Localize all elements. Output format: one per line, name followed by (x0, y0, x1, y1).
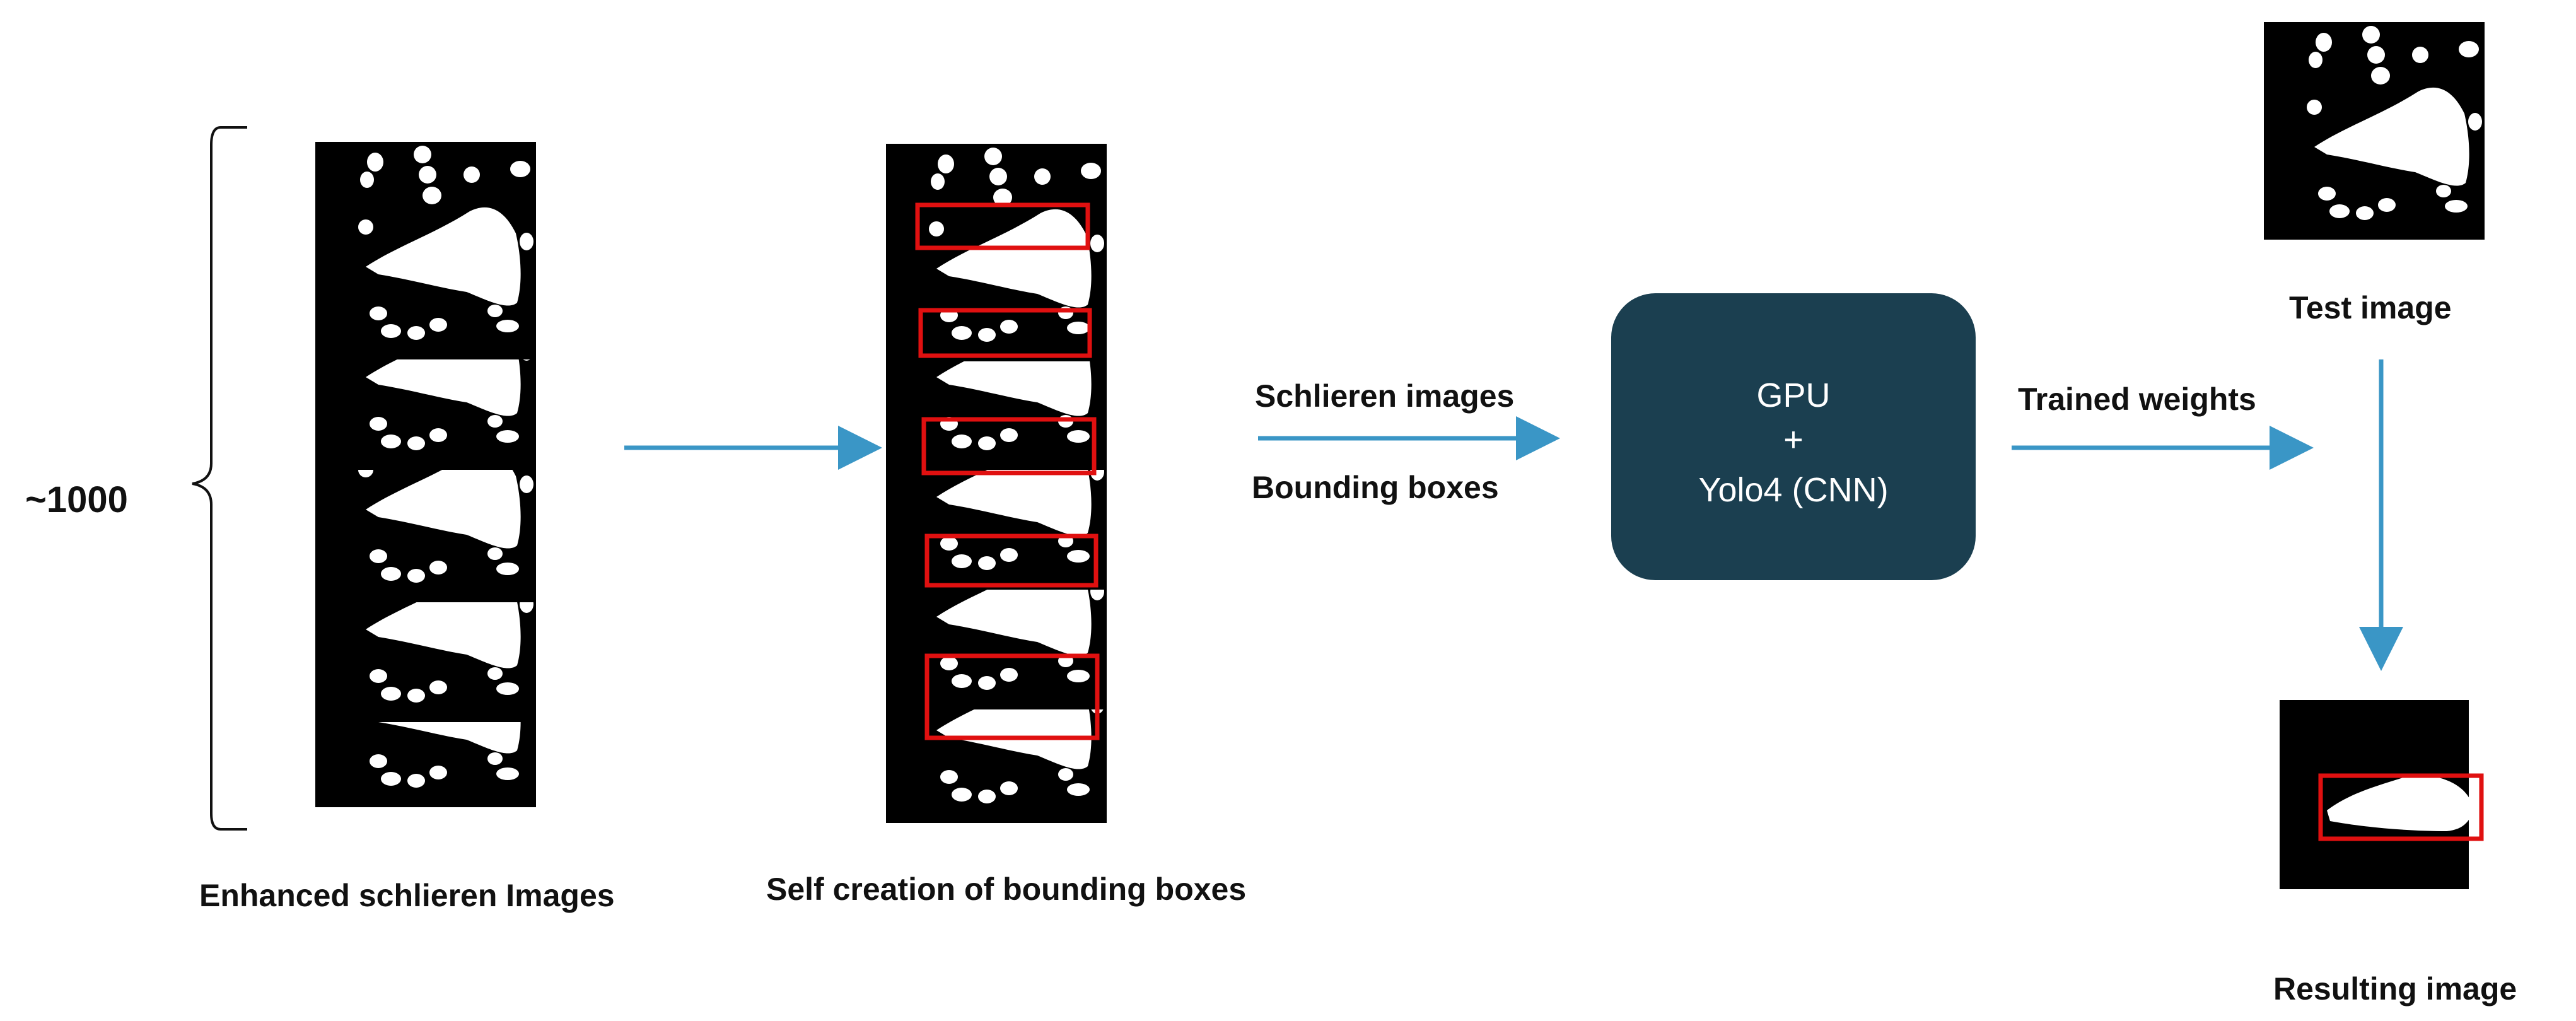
test-image (2264, 22, 2485, 240)
bbox-image-stack (886, 144, 1107, 823)
schlieren-images-label: Schlieren images (1255, 378, 1514, 414)
resulting-image (2280, 700, 2484, 889)
result-bbox (2318, 773, 2484, 841)
test-image-caption: Test image (2289, 290, 2452, 325)
count-label: ~1000 (25, 479, 128, 520)
gpu-label: GPU (1756, 376, 1830, 414)
enhanced-image-stack (315, 142, 536, 807)
trained-weights-label: Trained weights (2018, 382, 2256, 417)
self-creation-caption: Self creation of bounding boxes (766, 872, 1246, 907)
bbox-5 (924, 653, 1100, 740)
bbox-1 (915, 202, 1090, 250)
bbox-2 (918, 308, 1092, 358)
yolo4-label: Yolo4 (CNN) (1698, 471, 1888, 509)
gpu-yolo-box: GPU + Yolo4 (CNN) (1611, 293, 1976, 580)
bbox-4 (924, 534, 1099, 588)
bbox-3 (921, 417, 1097, 475)
bounding-boxes-label: Bounding boxes (1252, 470, 1499, 505)
count-brace (192, 126, 247, 831)
plus-label: + (1783, 421, 1804, 458)
resulting-image-caption: Resulting image (2273, 971, 2517, 1006)
enhanced-images-caption: Enhanced schlieren Images (199, 878, 615, 913)
